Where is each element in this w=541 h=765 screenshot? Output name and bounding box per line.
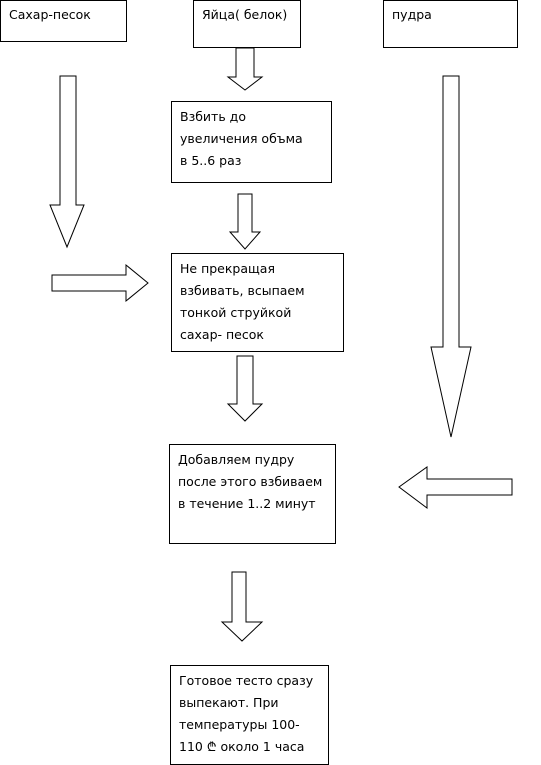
arrow-down-step3-to-step4 — [220, 571, 264, 642]
arrow-down-eggs-to-step1 — [226, 47, 264, 91]
arrow-down-step1-to-step2 — [228, 193, 262, 250]
arrow-left-powder-to-step3 — [398, 466, 513, 509]
arrow-down-powder — [430, 75, 472, 438]
input-powder-box: пудра — [383, 0, 518, 48]
arrow-down-step2-to-step3 — [226, 355, 264, 422]
arrow-down-sugar — [49, 75, 85, 249]
step-4-box: Готовое тесто сразу выпекают. При темпер… — [170, 665, 329, 765]
arrow-right-sugar-to-step2 — [51, 263, 149, 303]
step-3-box: Добавляем пудру после этого взбиваем в т… — [169, 444, 336, 544]
input-sugar-box: Сахар-песок — [0, 0, 127, 42]
input-eggs-box: Яйца( белок) — [193, 0, 301, 48]
step-1-box: Взбить до увеличения объма в 5..6 раз — [171, 101, 332, 183]
step-2-box: Не прекращая взбивать, всыпаем тонкой ст… — [171, 253, 344, 352]
